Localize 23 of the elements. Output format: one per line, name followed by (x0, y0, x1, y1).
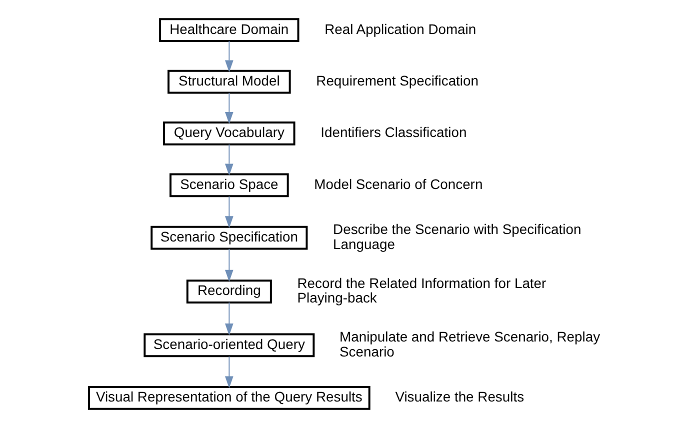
node-label: Real Application Domain (324, 20, 476, 37)
arrow (224, 40, 233, 72)
arrow (224, 302, 233, 336)
node-label: Record the Related Information for Later Playing-back (296, 274, 546, 306)
node-box: Scenario Space (169, 173, 288, 198)
node-label: Identifiers Classification (320, 124, 466, 140)
node-label: Model Scenario of Concern (314, 176, 482, 192)
node-box: Scenario-oriented Query (143, 333, 314, 358)
node-label: Manipulate and Retrieve Scenario, Replay Scenario (339, 328, 600, 360)
arrow (224, 248, 233, 282)
node-box: Visual Representation of the Query Results (87, 386, 370, 410)
node-box: Healthcare Domain (158, 18, 299, 42)
node-box: Structural Model (167, 70, 290, 94)
arrow (224, 356, 233, 388)
node-label: Visualize the Results (394, 388, 524, 405)
arrow (224, 196, 233, 228)
node-box: Query Vocabulary (162, 122, 295, 146)
node-label: Describe the Scenario with Specification Language (332, 221, 581, 252)
node-box: Recording (186, 280, 272, 304)
arrow (224, 92, 233, 124)
node-label: Requirement Specification (316, 72, 478, 88)
arrow (224, 144, 233, 176)
node-box: Scenario Specification (150, 226, 308, 250)
